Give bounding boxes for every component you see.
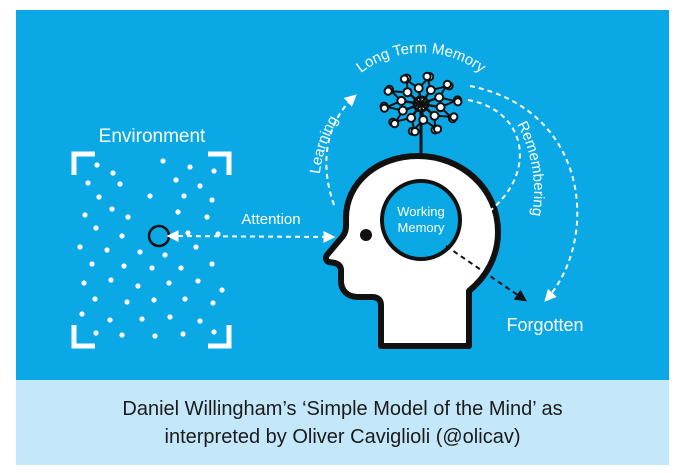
stimulus-dot — [204, 214, 210, 220]
tree-branch-node — [406, 112, 417, 123]
stimulus-dot — [107, 317, 113, 323]
environment-frame — [71, 151, 232, 349]
stimulus-dot — [151, 297, 157, 303]
stimulus-dot — [119, 332, 125, 338]
stimulus-dot — [125, 214, 131, 220]
stimulus-dot — [117, 181, 123, 187]
stimulus-dot — [209, 197, 215, 203]
environment-label: Environment — [99, 126, 206, 147]
stimulus-dot — [160, 158, 166, 164]
tree-leaf-node — [442, 79, 452, 89]
long-term-memory-label: Long Term Memory — [353, 40, 489, 77]
tree-branch-node — [434, 92, 445, 103]
stimulus-dot — [104, 247, 110, 253]
stimulus-dot — [96, 194, 102, 200]
attended-stimulus-circle — [147, 224, 171, 248]
tree-leaf-node — [449, 112, 459, 122]
tree-branch-node — [396, 95, 407, 106]
stimulus-dot — [85, 180, 91, 186]
stimulus-dot — [167, 314, 173, 320]
stimulus-dot — [195, 278, 201, 284]
forgotten-label: Forgotten — [506, 315, 583, 335]
stimulus-dot — [93, 225, 99, 231]
learning-label: Learning — [307, 113, 342, 175]
forgetting-from-long-term-arrow — [469, 85, 579, 302]
attention-arrow — [166, 230, 336, 243]
stimulus-dot — [180, 331, 186, 337]
stimulus-dot — [166, 280, 172, 286]
stimulus-dot — [178, 265, 184, 271]
eye-icon — [360, 229, 372, 241]
stimulus-dot — [135, 283, 141, 289]
stimulus-dot — [149, 265, 155, 271]
stimulus-dot — [210, 300, 216, 306]
stimulus-dot — [139, 316, 145, 322]
stimulus-dot — [119, 233, 125, 239]
tree-leaf-node — [379, 103, 390, 113]
stimulus-dot — [93, 330, 99, 336]
stimulus-dot — [219, 287, 225, 293]
tree-leaf-node — [390, 119, 400, 129]
stimulus-dot — [187, 164, 193, 170]
stimulus-dot — [211, 329, 217, 335]
environment-stimuli-dots — [77, 158, 225, 339]
tree-branch-node — [435, 102, 446, 113]
working-memory-label-line2: Memory — [398, 220, 445, 235]
stimulus-dot — [173, 177, 179, 183]
tree-leaf-node — [399, 74, 410, 84]
remembering-label: Remembering — [513, 118, 547, 217]
stimulus-dot — [137, 249, 143, 255]
tree-branch-node — [402, 87, 413, 98]
stimulus-dot — [108, 277, 114, 283]
tree-branch-node — [425, 85, 436, 96]
remembering-arrow — [463, 99, 521, 228]
tree-leaf-node — [453, 97, 463, 107]
stimulus-dot — [92, 296, 98, 302]
caption-line-1: Daniel Willingham’s ‘Simple Model of the… — [122, 397, 563, 420]
stimulus-dot — [152, 333, 158, 339]
stimulus-dot — [89, 261, 95, 267]
stimulus-dot — [147, 193, 153, 199]
stimulus-dot — [77, 244, 83, 250]
stimulus-dot — [211, 168, 217, 174]
tree-branch-node — [418, 114, 429, 125]
stimulus-dot — [79, 311, 85, 317]
working-memory-label-line1: Working — [397, 204, 444, 219]
tree-branch-node — [413, 83, 424, 94]
tree-branch-node — [429, 110, 440, 121]
stimulus-dot — [124, 299, 130, 305]
tree-leaf-node — [410, 127, 420, 137]
tree-leaf-node — [383, 86, 393, 96]
stimulus-dot — [181, 193, 187, 199]
stimulus-dot — [193, 244, 199, 250]
tree-leaf-node — [422, 71, 432, 81]
stimulus-dot — [94, 162, 100, 168]
working-memory-circle — [380, 179, 462, 261]
stimulus-dot — [197, 183, 203, 189]
stimulus-dot — [185, 230, 191, 236]
stimulus-dot — [162, 252, 168, 258]
caption-line-2: interpreted by Oliver Caviglioli (@olica… — [164, 425, 521, 448]
stimulus-dot — [121, 263, 127, 269]
stimulus-dot — [175, 209, 181, 215]
tree-leaf-node — [432, 124, 443, 134]
diagram-panel — [16, 10, 669, 380]
learning-arrow — [325, 94, 357, 206]
forgetting-from-working-memory-arrow — [445, 245, 527, 302]
long-term-memory-network-icon — [379, 71, 463, 137]
stimulus-dot — [81, 280, 87, 286]
stimulus-dot — [82, 212, 88, 218]
caption-panel: Daniel Willingham’s ‘Simple Model of the… — [16, 380, 669, 465]
tree-branch-node — [397, 105, 408, 116]
attention-label: Attention — [241, 211, 300, 228]
stimulus-dot — [197, 318, 203, 324]
stimulus-dot — [182, 296, 188, 302]
stimulus-dot — [110, 170, 116, 176]
stimulus-dot — [109, 206, 115, 212]
stimulus-dot — [209, 261, 215, 267]
